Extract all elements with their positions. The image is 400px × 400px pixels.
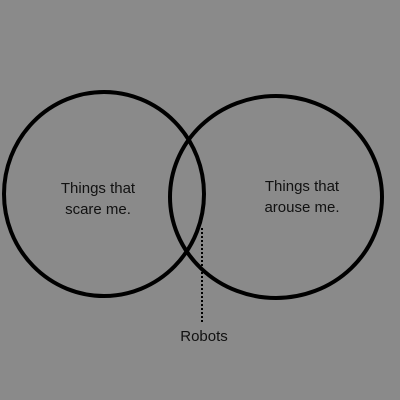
- left-set-label-line1: Things that: [61, 180, 136, 197]
- right-set-label-line2: arouse me.: [264, 199, 339, 216]
- intersection-label: Robots: [180, 328, 228, 345]
- right-set-circle: [168, 94, 384, 300]
- right-set-label-line1: Things that: [265, 178, 340, 195]
- left-set-label-line2: scare me.: [65, 201, 131, 218]
- left-set-circle: [2, 90, 206, 298]
